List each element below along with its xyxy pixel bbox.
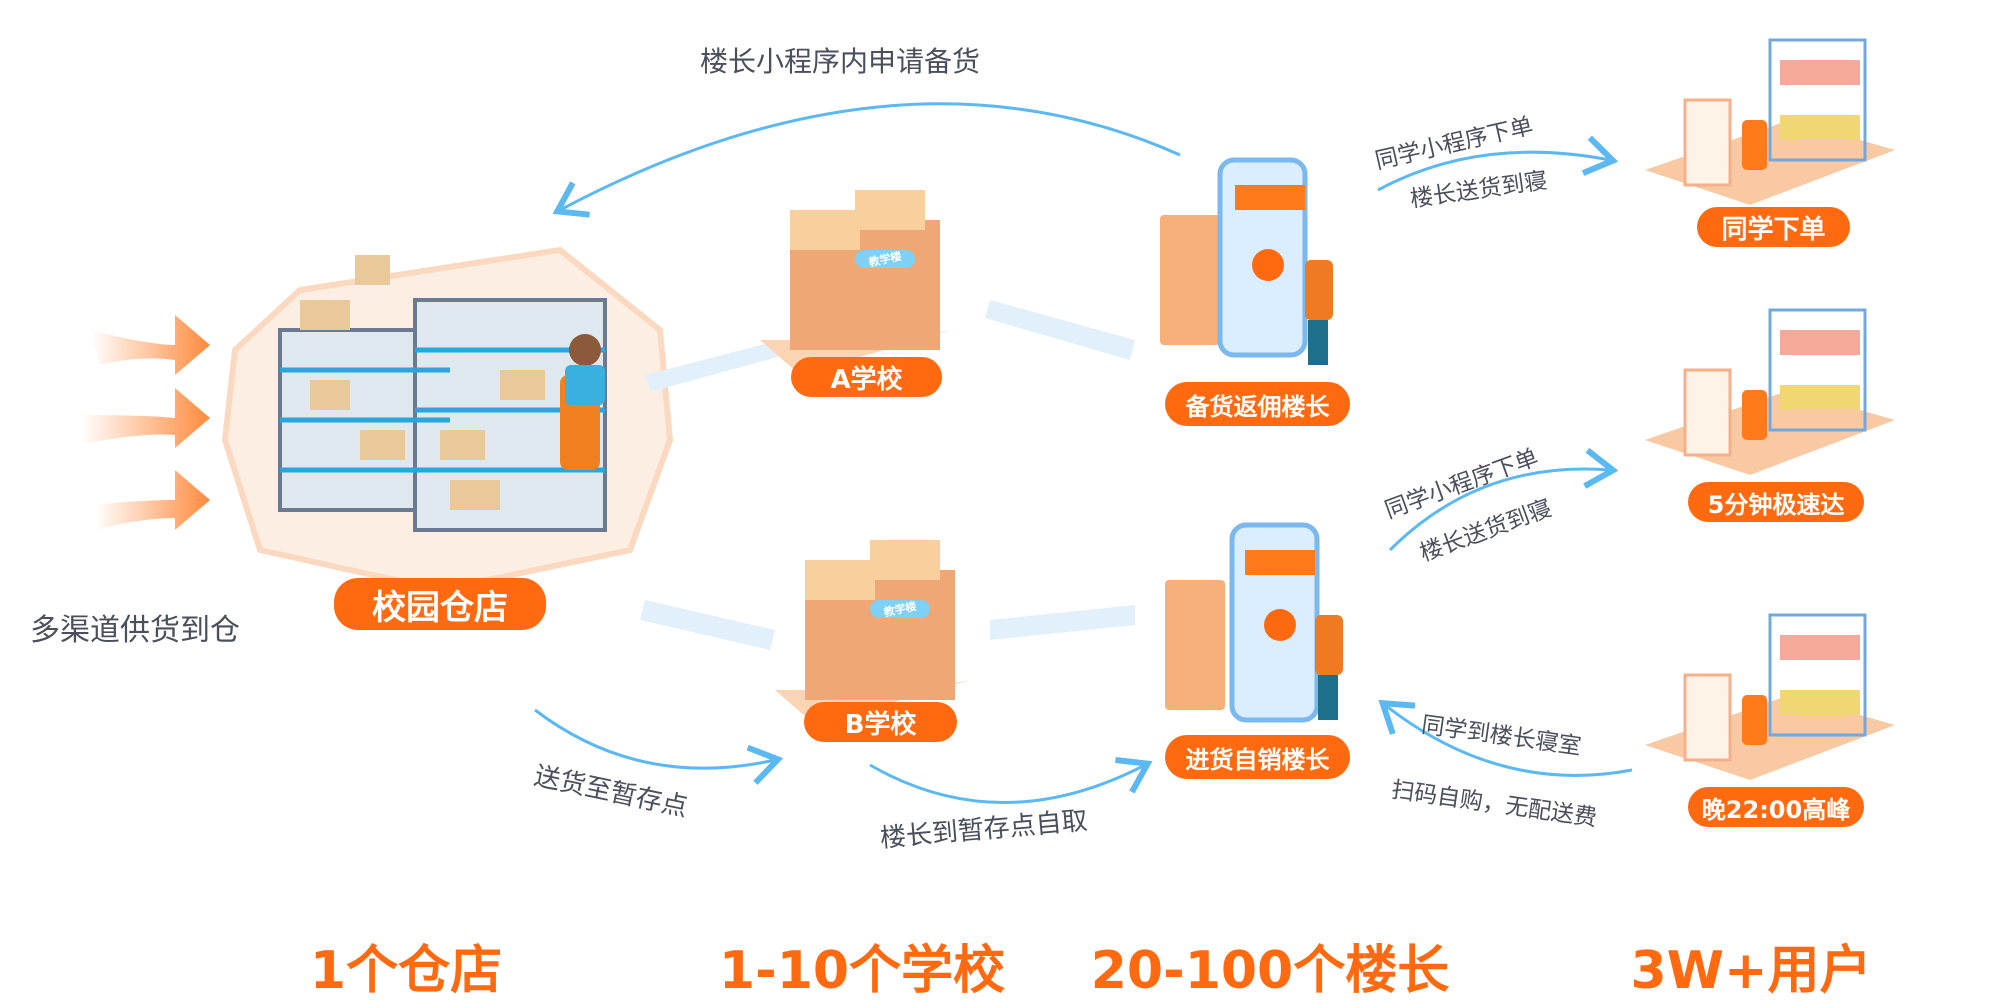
dorm-icon [1645, 308, 1895, 475]
dorm-icon [1645, 613, 1895, 780]
user-fast-label: 5分钟极速达 [1688, 482, 1864, 522]
leader-phone-b-icon [1165, 522, 1343, 723]
dashed-connectors [640, 300, 1135, 650]
summary-users: 3W+用户 [1630, 941, 1872, 1000]
summary-leaders: 20-100个楼长 [1090, 941, 1450, 1000]
shelves-icon [278, 255, 607, 532]
leader-phone-a-icon [1160, 157, 1333, 365]
user-peak-label: 晚22:00高峰 [1688, 787, 1864, 827]
user-order-label: 同学下单 [1697, 207, 1850, 247]
flow-arrows [534, 135, 1633, 804]
summary-schools: 1-10个学校 [718, 941, 1006, 1000]
school-a-building-icon [760, 190, 950, 375]
supply-arrows-icon [80, 315, 210, 530]
request-arrow [552, 102, 1181, 218]
leader-b-label: 进货自销楼长 [1165, 735, 1350, 779]
school-a-label: A学校 [791, 357, 942, 397]
request-flow-label: 楼长小程序内申请备货 [700, 45, 981, 78]
school-b-building-icon [775, 540, 970, 725]
school-b-label: B学校 [804, 702, 957, 742]
dorm-icon [1645, 38, 1895, 205]
leader-a-label: 备货返佣楼长 [1165, 382, 1350, 426]
warehouse-label: 校园仓店 [334, 578, 546, 630]
summary-warehouse: 1个仓店 [309, 941, 503, 1000]
supply-label: 多渠道供货到仓 [30, 613, 240, 648]
